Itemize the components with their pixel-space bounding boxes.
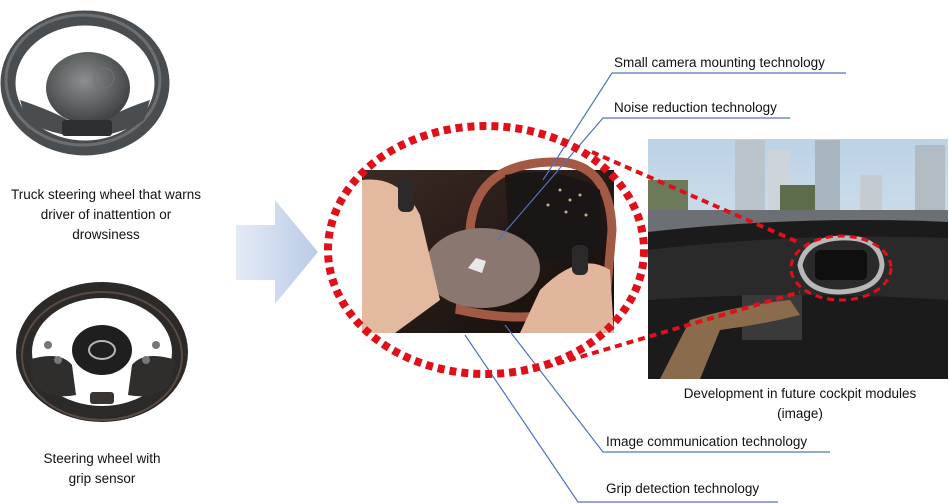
- cockpit-caption-line: Development in future cockpit modules: [683, 386, 917, 401]
- label-image-communication-technology: Image communication technology: [606, 434, 808, 449]
- grip-wheel-caption-line: grip sensor: [68, 471, 136, 486]
- cockpit-closeup-image: [362, 157, 617, 333]
- label-grip-detection-technology: Grip detection technology: [606, 481, 760, 496]
- highlight-markers: [324, 122, 893, 378]
- leader-line-grip: [464, 334, 778, 503]
- cockpit-caption: Development in future cockpit modules (i…: [655, 384, 945, 424]
- truck-wheel-caption-line: driver of inattention or: [40, 207, 172, 222]
- leader-lines: [464, 72, 846, 503]
- future-cockpit-image: [648, 139, 948, 379]
- transition-arrow: [236, 200, 318, 304]
- highlight-connector-top: [591, 150, 801, 245]
- truck-wheel-caption: Truck steering wheel that warns driver o…: [0, 185, 212, 245]
- truck-steering-wheel-image: [0, 10, 170, 156]
- truck-wheel-caption-line: Truck steering wheel that warns: [10, 187, 202, 202]
- cockpit-caption-line: (image): [777, 406, 823, 421]
- grip-wheel-caption-line: Steering wheel with: [43, 451, 161, 466]
- highlight-ellipse-large: [324, 122, 648, 378]
- highlight-ellipse-small: [789, 234, 893, 302]
- highlight-connector-bottom: [545, 290, 801, 369]
- label-camera-technology: Small camera mounting technology: [614, 55, 825, 70]
- leader-line-noise: [497, 117, 790, 241]
- grip-wheel-caption: Steering wheel with grip sensor: [12, 449, 192, 489]
- label-noise-technology: Noise reduction technology: [614, 100, 777, 115]
- truck-wheel-caption-line: drowsiness: [72, 227, 140, 242]
- grip-sensor-steering-wheel-image: [16, 282, 188, 422]
